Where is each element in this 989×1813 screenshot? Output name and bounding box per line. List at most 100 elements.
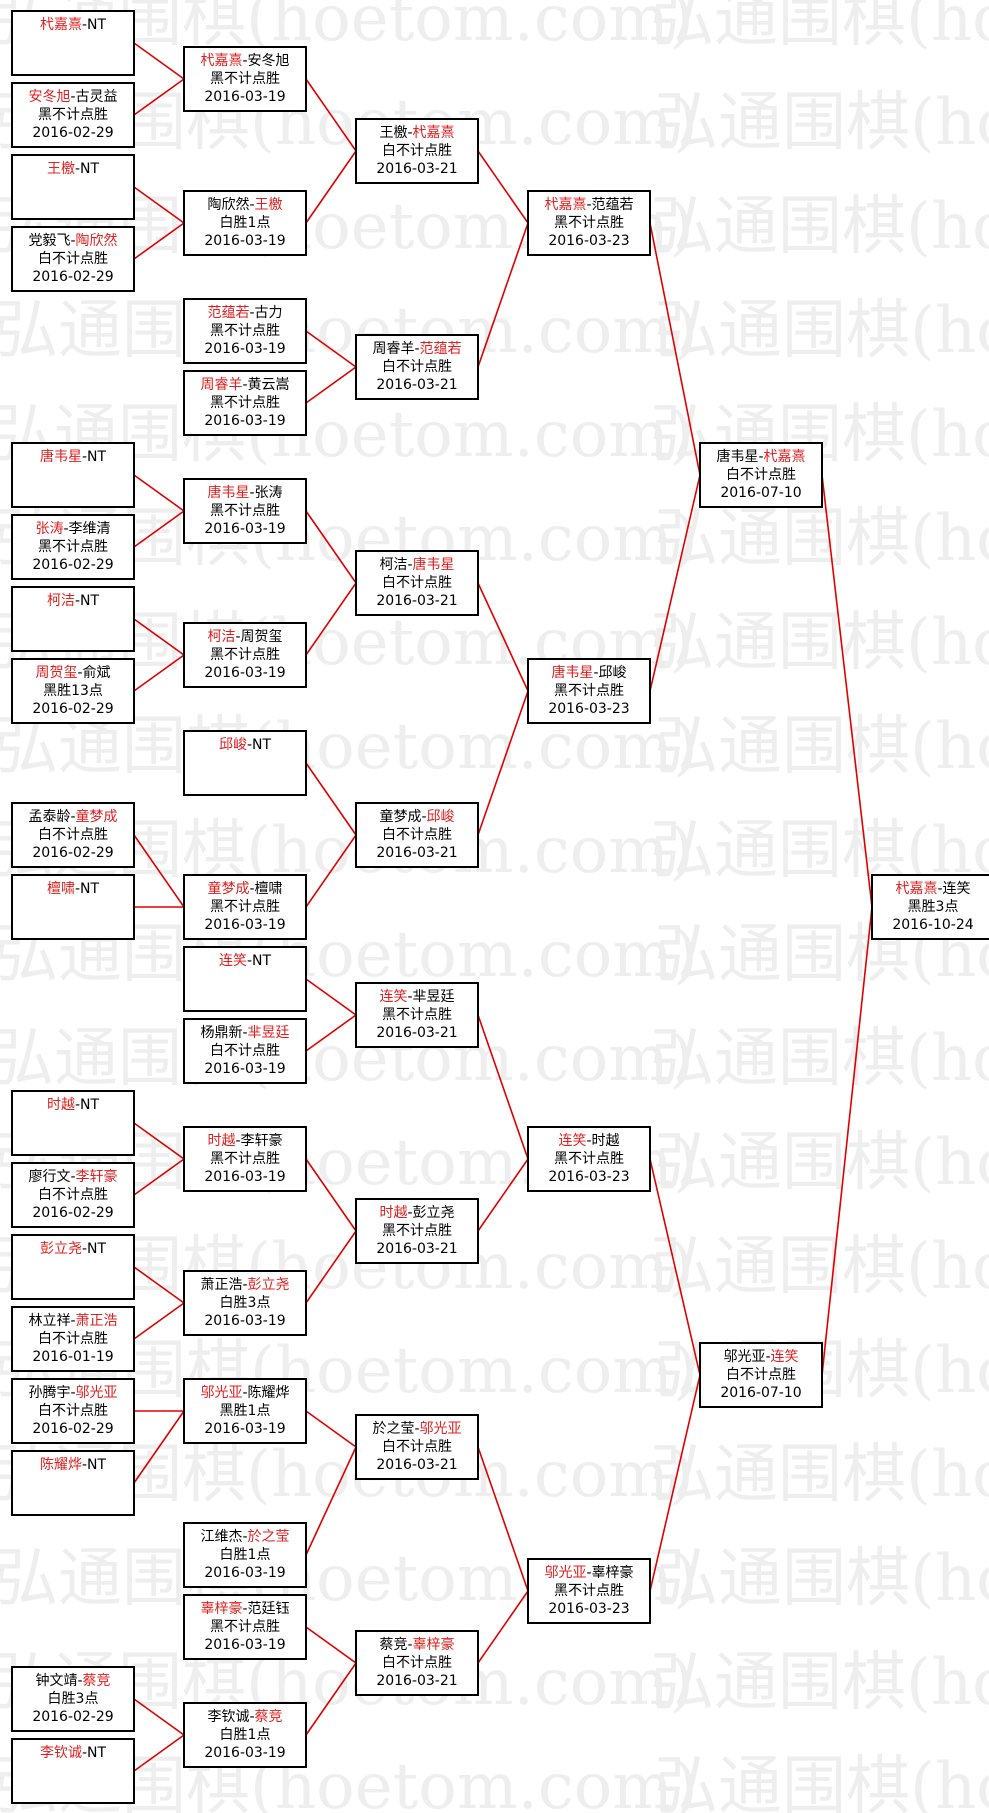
match-players: 孟泰龄-童梦成 (28, 808, 117, 825)
watermark-text: 弘通围棋(hoetom.com) (650, 0, 989, 56)
match-result: 白胜1点 (220, 215, 271, 231)
match-players: 柯洁-周贺玺 (207, 629, 282, 645)
match-date: 2016-03-21 (376, 845, 457, 861)
bracket-connector (305, 1662, 357, 1736)
player-separator: - (421, 809, 426, 825)
player-black: 彭立尧 (40, 1241, 82, 1257)
bracket-connector (133, 186, 185, 224)
player-separator: - (593, 665, 598, 681)
match-date: 2016-03-21 (376, 377, 457, 393)
player-white: 彭立尧 (248, 1277, 290, 1293)
player-black: 林立祥 (28, 1313, 70, 1329)
match-result: 白胜1点 (220, 1547, 271, 1563)
bracket-connector (305, 582, 357, 656)
match-result: 黑不计点胜 (554, 683, 624, 699)
match-result: 白不计点胜 (382, 827, 452, 843)
watermark-text: 弘通围棋(hoetom.com) (650, 1438, 989, 1512)
match-box-border (11, 442, 135, 508)
match-box-border (11, 1666, 135, 1732)
match-players: 李钦诚-蔡竞 (207, 1708, 282, 1725)
match-box-border (11, 586, 135, 652)
match-box: 李钦诚-NT (11, 1738, 135, 1804)
player-separator: - (407, 557, 412, 573)
player-separator: - (249, 197, 254, 213)
bracket-connector (133, 78, 185, 116)
bracket-connector (305, 366, 357, 404)
bracket-connector (305, 1446, 357, 1556)
player-white: 范蕴若 (420, 340, 462, 357)
match-result: 黑不计点胜 (554, 1151, 624, 1167)
bracket-connector (305, 1158, 357, 1232)
match-players: 唐韦星-杙嘉熹 (716, 448, 805, 465)
watermark-text: 弘通围棋(hoetom.com) (650, 190, 989, 264)
match-players: 邬光亚-辜梓豪 (544, 1565, 633, 1581)
bracket-connector (821, 906, 873, 1376)
player-separator: - (414, 341, 419, 357)
player-separator: - (586, 1565, 591, 1581)
player-separator: - (247, 953, 252, 969)
player-black: 邬光亚 (723, 1349, 765, 1365)
match-date: 2016-03-23 (548, 233, 629, 249)
match-box-border (11, 154, 135, 220)
match-result: 黑不计点胜 (382, 1007, 452, 1023)
bracket-connector (305, 150, 357, 224)
player-white: 邬光亚 (76, 1385, 118, 1401)
bracket-connector (133, 834, 185, 908)
player-black: 柯洁 (47, 593, 75, 609)
player-white: 蔡竞 (83, 1672, 111, 1689)
match-result: 黑不计点胜 (38, 107, 108, 123)
match-players: 杙嘉熹-NT (40, 17, 107, 33)
match-date: 2016-03-19 (204, 413, 285, 429)
bracket-connector (305, 1410, 357, 1448)
match-box-border (699, 1342, 823, 1408)
bracket-connector (477, 1158, 529, 1232)
match-players: 党毅飞-陶欣然 (28, 232, 117, 249)
player-black: 唐韦星 (40, 448, 82, 465)
player-white: NT (87, 17, 106, 33)
match-players: 周睿羊-范蕴若 (372, 340, 461, 357)
bracket-connector (477, 1014, 529, 1160)
player-black: 杙嘉熹 (40, 17, 82, 33)
match-box-border (11, 514, 135, 580)
player-white: 邱峻 (427, 809, 455, 825)
player-white: NT (80, 161, 99, 177)
player-black: 邬光亚 (200, 1385, 242, 1401)
watermark-text: 弘通围棋(hoetom.com) (654, 1542, 989, 1616)
match-players: 杙嘉熹-范蕴若 (544, 196, 633, 213)
player-black: 范蕴若 (207, 304, 249, 321)
player-white: 黄云嵩 (248, 376, 290, 393)
bracket-connector (133, 474, 185, 512)
player-separator: - (75, 161, 80, 177)
match-box-border (183, 1018, 307, 1084)
match-date: 2016-03-23 (548, 701, 629, 717)
match-date: 2016-03-19 (204, 665, 285, 681)
player-black: 辜梓豪 (200, 1601, 242, 1617)
match-result: 白不计点胜 (382, 1655, 452, 1671)
match-date: 2016-03-21 (376, 1457, 457, 1473)
player-separator: - (63, 521, 68, 537)
match-players: 安冬旭-古灵益 (28, 89, 117, 105)
match-result: 白不计点胜 (38, 1187, 108, 1203)
match-box-border (355, 1198, 479, 1264)
match-date: 2016-02-29 (32, 1421, 113, 1437)
player-separator: - (242, 53, 247, 69)
bracket-connector (133, 654, 185, 692)
match-box-border (183, 1594, 307, 1660)
match-players: 江维杰-於之莹 (200, 1529, 289, 1545)
player-black: 蔡竞 (379, 1636, 407, 1653)
match-date: 2016-03-21 (376, 593, 457, 609)
player-separator: - (242, 1025, 247, 1041)
bracket-connector (649, 222, 701, 476)
